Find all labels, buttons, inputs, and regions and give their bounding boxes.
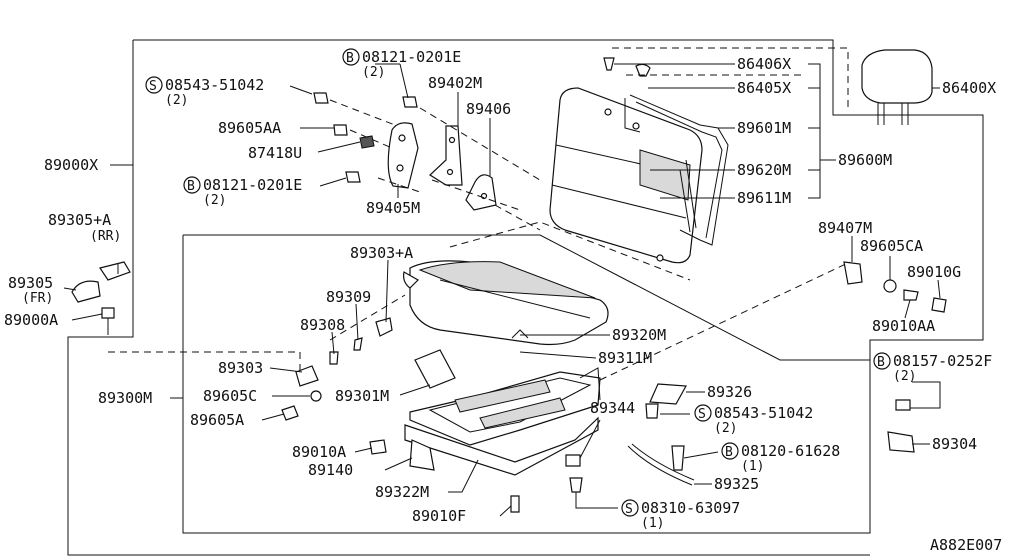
label-89304: 89304 (932, 435, 977, 453)
fastener-symbol: B (187, 179, 195, 194)
label-89407m: 89407M (818, 219, 872, 237)
label-89000a: 89000A (4, 311, 58, 329)
label-89311m: 89311M (598, 349, 652, 367)
label-89308: 89308 (300, 316, 345, 334)
label-89010a: 89010A (292, 443, 346, 461)
fastener-qty: (2) (203, 193, 226, 208)
leader-lines (63, 63, 941, 517)
label-89325: 89325 (714, 475, 759, 493)
label-89300m: 89300M (98, 389, 152, 407)
fastener-b-08120: B 08120-61628 (1) (721, 442, 840, 474)
label-89140: 89140 (308, 461, 353, 479)
fastener-number: 08121-0201E (203, 176, 302, 194)
label-89322m: 89322M (375, 483, 429, 501)
fastener-b-08121-mid: B 08121-0201E (2) (183, 176, 302, 208)
fastener-b-08157: B 08157-0252F (2) (873, 352, 992, 384)
label-89605a: 89605A (190, 411, 244, 429)
drawing-code: A882E007 (930, 536, 1002, 554)
fastener-qty: (2) (714, 421, 737, 436)
fastener-qty: (1) (741, 459, 764, 474)
label-89605ca: 89605CA (860, 237, 923, 255)
fastener-b-08121-top: B 08121-0201E (2) (342, 48, 461, 80)
label-87418u: 87418U (248, 144, 302, 162)
label-89301m: 89301M (335, 387, 389, 405)
fastener-number: 08120-61628 (741, 442, 840, 460)
small-parts (71, 57, 947, 513)
fastener-number: 08310-63097 (641, 499, 740, 517)
fastener-s-08543-bottom: S 08543-51042 (2) (694, 404, 813, 436)
fastener-s-08543-top: S 08543-51042 (2) (145, 76, 264, 108)
fastener-number: 08121-0201E (362, 48, 461, 66)
label-86405x: 86405X (737, 79, 791, 97)
fastener-qty: (1) (641, 516, 664, 531)
label-89010aa: 89010AA (872, 317, 935, 335)
label-89326: 89326 (707, 383, 752, 401)
fastener-qty: (2) (893, 369, 916, 384)
label-89010g: 89010G (907, 263, 961, 281)
fastener-number: 08157-0252F (893, 352, 992, 370)
fastener-symbol: S (149, 79, 157, 94)
label-89406: 89406 (466, 100, 511, 118)
label-89305a-position: (RR) (90, 229, 121, 244)
fastener-symbol: B (346, 51, 354, 66)
label-89305a: 89305+A (48, 211, 111, 229)
label-89402m: 89402M (428, 74, 482, 92)
headrest-part (612, 47, 933, 125)
label-86406x: 86406X (737, 55, 791, 73)
label-89605c: 89605C (203, 387, 257, 405)
label-89405m: 89405M (366, 199, 420, 217)
label-89000x: 89000X (44, 156, 98, 174)
label-89309: 89309 (326, 288, 371, 306)
fastener-symbol: B (877, 355, 885, 370)
label-89303a: 89303+A (350, 244, 413, 262)
fastener-callouts: B 08121-0201E (2) S 08543-51042 (2) B 08… (145, 48, 992, 531)
label-89303: 89303 (218, 359, 263, 377)
label-89305: 89305 (8, 274, 53, 292)
label-89344: 89344 (590, 399, 635, 417)
part-labels: 86406X 86405X 86400X 89601M 89620M 89600… (4, 55, 996, 525)
seat-back-frame (624, 94, 729, 246)
fastener-symbol: S (625, 502, 633, 517)
label-89611m: 89611M (737, 189, 791, 207)
label-89010f: 89010F (412, 507, 466, 525)
label-89320m: 89320M (612, 326, 666, 344)
label-89601m: 89601M (737, 119, 791, 137)
label-89605aa: 89605AA (218, 119, 281, 137)
label-89620m: 89620M (737, 161, 791, 179)
assembly-dash-lines (108, 74, 851, 381)
fastener-number: 08543-51042 (714, 404, 813, 422)
fastener-number: 08543-51042 (165, 76, 264, 94)
label-89305-position: (FR) (22, 291, 53, 306)
label-89600m: 89600M (838, 151, 892, 169)
label-86400x: 86400X (942, 79, 996, 97)
fastener-qty: (2) (165, 93, 188, 108)
seat-cushion-part (403, 260, 609, 346)
fastener-symbol: S (698, 407, 706, 422)
fastener-s-08310: S 08310-63097 (1) (621, 499, 740, 531)
group-frames (67, 39, 984, 556)
fastener-symbol: B (725, 445, 733, 460)
seat-frame-part (404, 349, 601, 476)
fastener-qty: (2) (362, 65, 385, 80)
seat-back-part (549, 87, 703, 264)
